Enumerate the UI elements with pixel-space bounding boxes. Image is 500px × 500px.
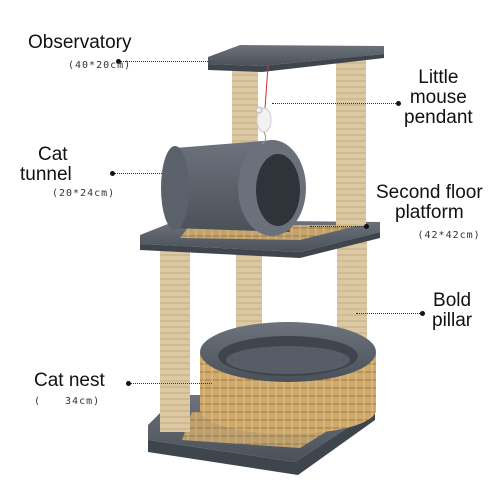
tunnel-dot [110,171,115,176]
nest-leader [128,383,212,384]
nest-dimension-open: ( [34,395,42,407]
floor-leader [310,226,366,227]
nest-dimension-value: 34cm) [65,395,101,407]
tunnel-leader [112,173,162,174]
observatory-dimension: (40*20cm) [68,59,132,71]
floor-dimension: (42*42cm) [417,229,481,241]
mouse-label-line1: Little [418,67,459,88]
tunnel-callout: Cat tunnel (20*24cm) [20,144,116,199]
nest-dot [126,381,131,386]
observatory-label: Observatory [28,32,132,53]
tunnel-label-line2: tunnel [20,163,72,185]
pillar-dot [420,311,425,316]
floor-callout: Second floor platform (42*42cm) [376,183,483,241]
nest-callout: Cat nest (34cm) [34,371,105,407]
tunnel-label-line1: Cat [38,144,68,165]
pillar-label-line2: pillar [432,309,473,331]
mouse-label-line2: mouse [409,86,467,108]
nest-label: Cat nest [34,370,105,391]
tunnel-dimension: (20*24cm) [52,187,116,199]
pillar-label-line1: Bold [433,290,472,311]
mouse-dot [396,101,401,106]
floor-label-line2: platform [395,201,464,223]
floor-dot [364,224,369,229]
cat-tunnel [161,140,306,236]
floor-label-line1: Second floor [376,182,483,203]
mouse-callout: Little mouse pendant [404,68,473,128]
pillar-leader [356,313,422,314]
observatory-callout: Observatory (40*20cm) [28,33,131,71]
mouse-pendant [255,65,272,145]
upper-right-pillar [336,54,366,226]
observatory-top [208,45,384,72]
mouse-leader [272,103,398,104]
front-left-pillar [160,240,190,432]
mouse-label-line3: pendant [404,106,473,128]
cat-nest [200,322,376,434]
observatory-leader [118,61,210,62]
pillar-callout: Bold pillar [432,291,472,331]
observatory-dot [116,59,121,64]
nest-dimension: (34cm) [34,395,105,408]
